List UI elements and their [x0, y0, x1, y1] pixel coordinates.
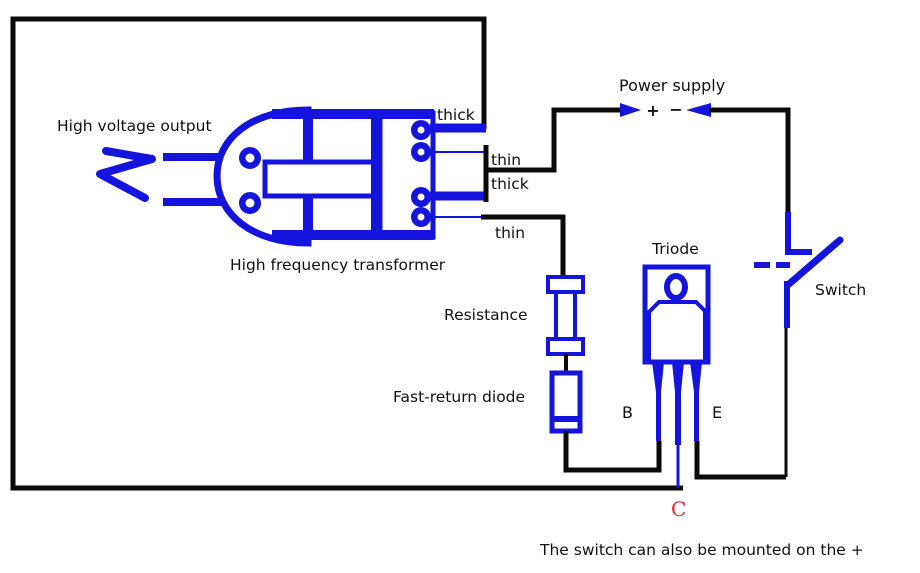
diode-body — [549, 370, 583, 434]
triode-mounting-hole — [664, 273, 688, 301]
label-high-frequency-transformer: High frequency transformer — [230, 256, 446, 274]
transformer-core-right-bar — [371, 109, 381, 240]
label-pin-c: C — [671, 497, 686, 521]
triode-leg-c — [672, 362, 684, 445]
switch — [754, 212, 844, 328]
resistor-body — [554, 290, 577, 341]
thin-lead-wire — [481, 214, 566, 278]
transformer-core-bottom-bar — [272, 230, 434, 240]
label-thick-mid: thick — [491, 175, 529, 193]
hv-terminal-top-hole — [245, 153, 255, 163]
label-high-voltage-output: High voltage output — [57, 117, 212, 135]
caption-text: The switch can also be mounted on the + — [539, 541, 864, 559]
resistor-top-cap — [546, 275, 585, 294]
sec-terminal-4-hole — [417, 213, 425, 221]
label-thin-upper: thin — [491, 151, 521, 169]
arrow-left-icon — [686, 103, 711, 117]
label-thin-lower: thin — [495, 224, 525, 242]
triode-package — [642, 264, 711, 365]
polarity-minus-sign: − — [669, 100, 682, 119]
diode-to-base-wire — [563, 431, 662, 473]
triode-leg-e — [690, 362, 702, 441]
label-resistance: Resistance — [444, 306, 528, 324]
lightning-icon — [96, 147, 156, 202]
hv-terminal-bottom-hole — [245, 198, 255, 208]
switch-upper-contact — [785, 212, 812, 255]
label-switch: Switch — [815, 281, 866, 299]
label-power-supply: Power supply — [619, 76, 725, 95]
resistance — [546, 275, 585, 356]
sec-terminal-3-hole — [417, 193, 425, 201]
arrow-right-icon — [620, 103, 641, 117]
triode-body-face — [647, 300, 707, 362]
fast-return-diode — [549, 370, 583, 434]
transformer-bobbin-window — [262, 159, 378, 199]
sec-terminal-2-hole — [417, 148, 425, 156]
triode — [642, 264, 711, 488]
label-thick-top: thick — [437, 106, 475, 124]
label-triode: Triode — [651, 240, 699, 258]
high-frequency-transformer — [213, 106, 487, 247]
power-feed-wire-left — [486, 107, 622, 173]
transformer-core-top-bar — [272, 109, 434, 119]
triode-leg-b — [652, 362, 664, 441]
sec-terminal-1-hole — [417, 126, 425, 134]
resistor-bottom-cap — [546, 337, 585, 356]
switch-lever — [785, 236, 844, 288]
main-loop-wire — [10, 16, 683, 491]
label-fast-return-diode: Fast-return diode — [393, 388, 525, 406]
label-pin-e: E — [712, 403, 722, 422]
label-pin-b: B — [622, 403, 633, 422]
polarity-plus-sign: + — [646, 101, 659, 120]
power-feed-wire-right — [709, 107, 791, 212]
emitter-to-switch-wire — [694, 441, 786, 480]
